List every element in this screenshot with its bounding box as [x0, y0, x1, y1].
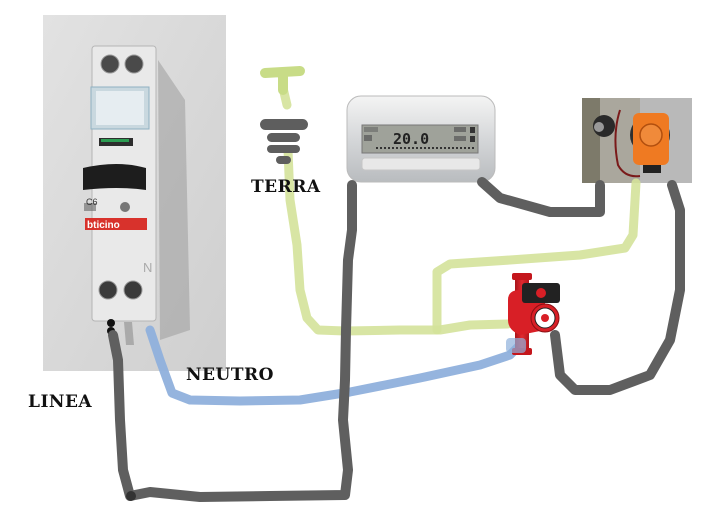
breaker-terminal-top-right [124, 54, 144, 74]
phase-wire-contact-to-pump [550, 180, 685, 395]
breaker-terminal-bottom-left [98, 280, 118, 300]
breaker-brand-strip [85, 218, 147, 230]
ground-symbol-bar-4 [276, 156, 291, 164]
label-linea: LINEA [28, 392, 93, 412]
thermostat-display-value: 20.0 [393, 130, 429, 148]
phase-wire-line [108, 180, 357, 502]
ground-symbol-bar-1 [260, 119, 308, 130]
ground-symbol [260, 119, 308, 164]
ground-wire-thermostat [432, 178, 641, 335]
breaker-screw [120, 202, 130, 212]
neutral-wire [145, 325, 525, 406]
label-terra: TERRA [251, 177, 321, 197]
label-neutro: NEUTRO [186, 365, 274, 385]
ground-symbol-bar-2 [267, 133, 300, 142]
breaker-n-mark: N [143, 260, 152, 275]
breaker: bticino C6 N [43, 15, 226, 371]
thermostat-button-strip [361, 157, 481, 171]
breaker-rating-text: C6 [86, 197, 98, 207]
breaker-terminal-top-left [100, 54, 120, 74]
breaker-shadow [158, 60, 190, 340]
ground-wire-top [260, 66, 305, 95]
phase-wire-thermostat-to-contact [477, 177, 605, 217]
contact-thermostat [582, 98, 692, 183]
breaker-toggle-lever [83, 164, 146, 190]
wires [108, 66, 685, 502]
breaker-brand-text: bticino [87, 220, 120, 231]
circulator-pump [506, 273, 560, 355]
room-thermostat: 20.0 [346, 95, 496, 183]
breaker-terminal-bottom-right [123, 280, 143, 300]
ground-symbol-bar-3 [267, 145, 300, 153]
